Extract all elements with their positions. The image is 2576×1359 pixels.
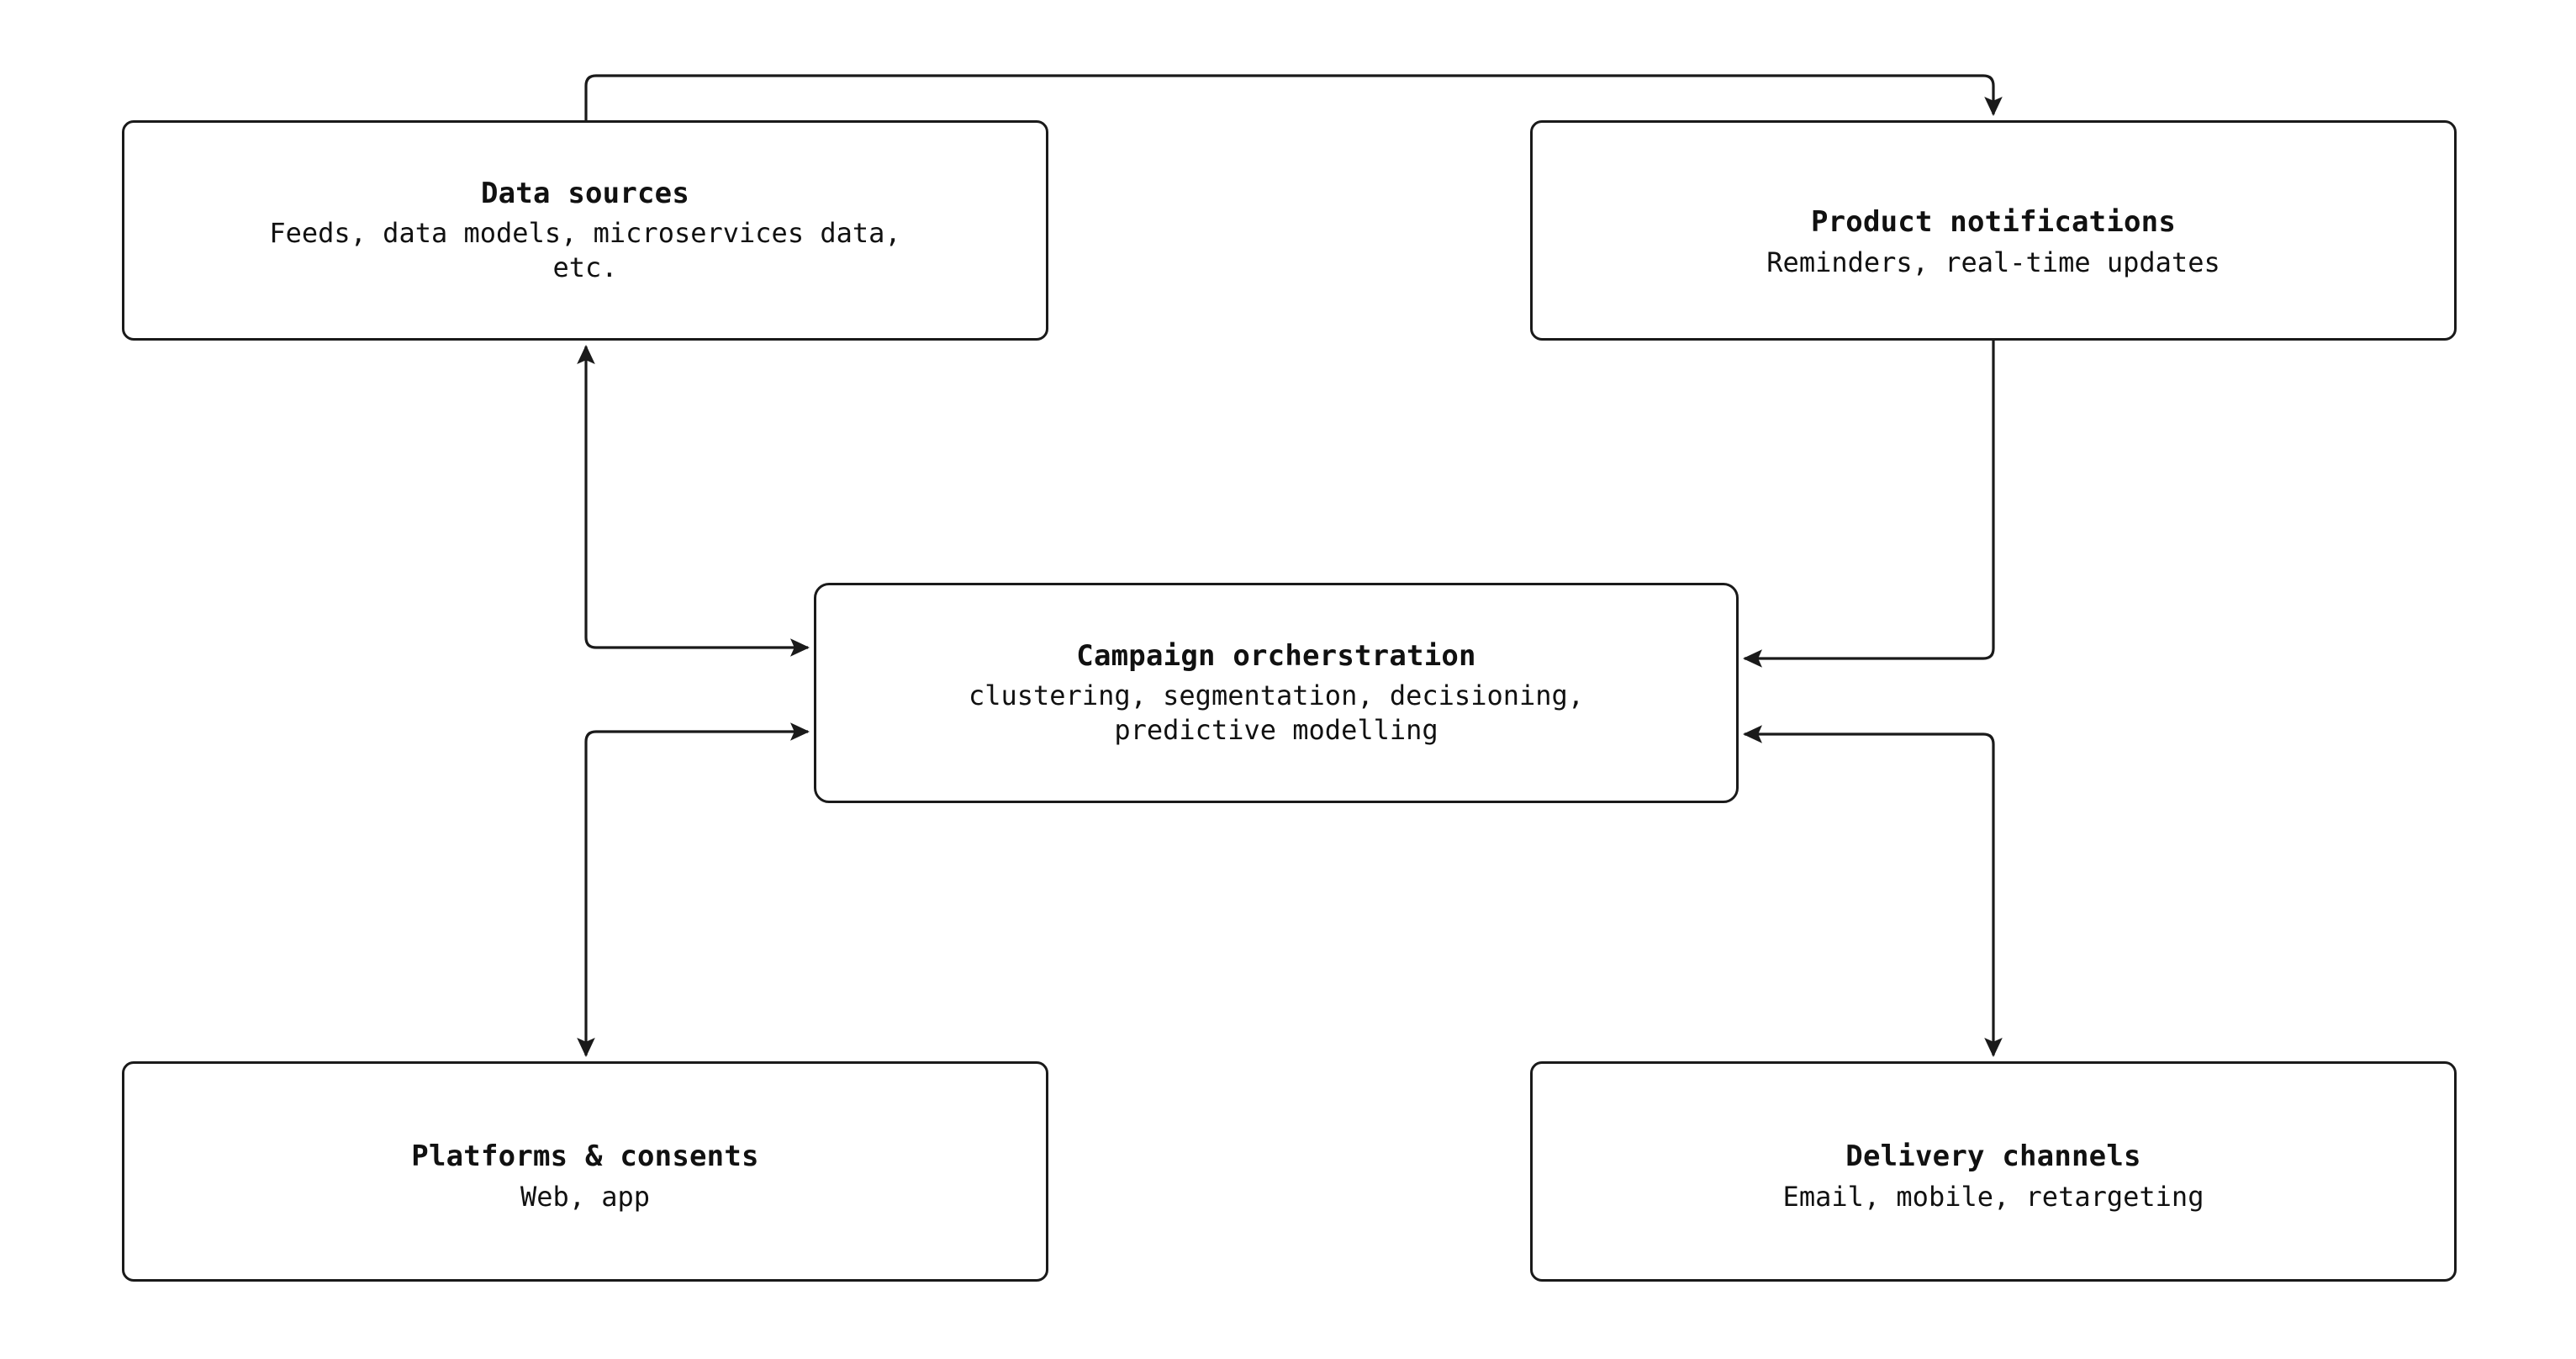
node-campaign-orchestration-title: Campaign orcherstration xyxy=(1076,638,1476,673)
node-product-notifications-stack: Product notifications Reminders, real-ti… xyxy=(1766,204,2220,280)
node-data-sources[interactable]: Data sources Feeds, data models, microse… xyxy=(122,120,1048,341)
node-data-sources-subtitle: Feeds, data models, microservices data, … xyxy=(269,217,901,284)
node-delivery-channels-title: Delivery channels xyxy=(1845,1140,2141,1174)
node-platforms-consents-stack: Platforms & consents Web, app xyxy=(411,1139,758,1214)
node-platforms-consents-subtitle: Web, app xyxy=(520,1180,651,1213)
node-delivery-channels[interactable]: Delivery channels Email, mobile, retarge… xyxy=(1530,1061,2457,1282)
node-delivery-channels-subtitle: Email, mobile, retargeting xyxy=(1782,1180,2204,1213)
node-delivery-channels-stack: Delivery channels Email, mobile, retarge… xyxy=(1783,1139,2204,1214)
node-product-notifications-subtitle: Reminders, real-time updates xyxy=(1766,246,2220,278)
edge-campaign-orchestration-delivery-channels xyxy=(1743,725,2003,1057)
node-data-sources-stack: Data sources Feeds, data models, microse… xyxy=(269,176,900,286)
node-product-notifications-title: Product notifications xyxy=(1810,205,2177,240)
edge-data-sources-campaign-orchestration xyxy=(577,345,810,657)
edge-product-notifications-to-campaign-orchestration xyxy=(1743,341,1995,668)
node-data-sources-title: Data sources xyxy=(480,176,690,210)
node-campaign-orchestration-subtitle: clustering, segmentation, decisioning, p… xyxy=(968,680,1585,747)
edge-data-sources-to-product-notifications xyxy=(584,74,2003,120)
node-platforms-consents[interactable]: Platforms & consents Web, app xyxy=(122,1061,1048,1282)
node-campaign-orchestration-stack: Campaign orcherstration clustering, segm… xyxy=(969,638,1584,748)
edge-campaign-orchestration-platforms-consents xyxy=(577,722,810,1057)
node-campaign-orchestration[interactable]: Campaign orcherstration clustering, segm… xyxy=(814,583,1739,803)
node-platforms-consents-title: Platforms & consents xyxy=(411,1140,759,1174)
node-product-notifications[interactable]: Product notifications Reminders, real-ti… xyxy=(1530,120,2457,341)
